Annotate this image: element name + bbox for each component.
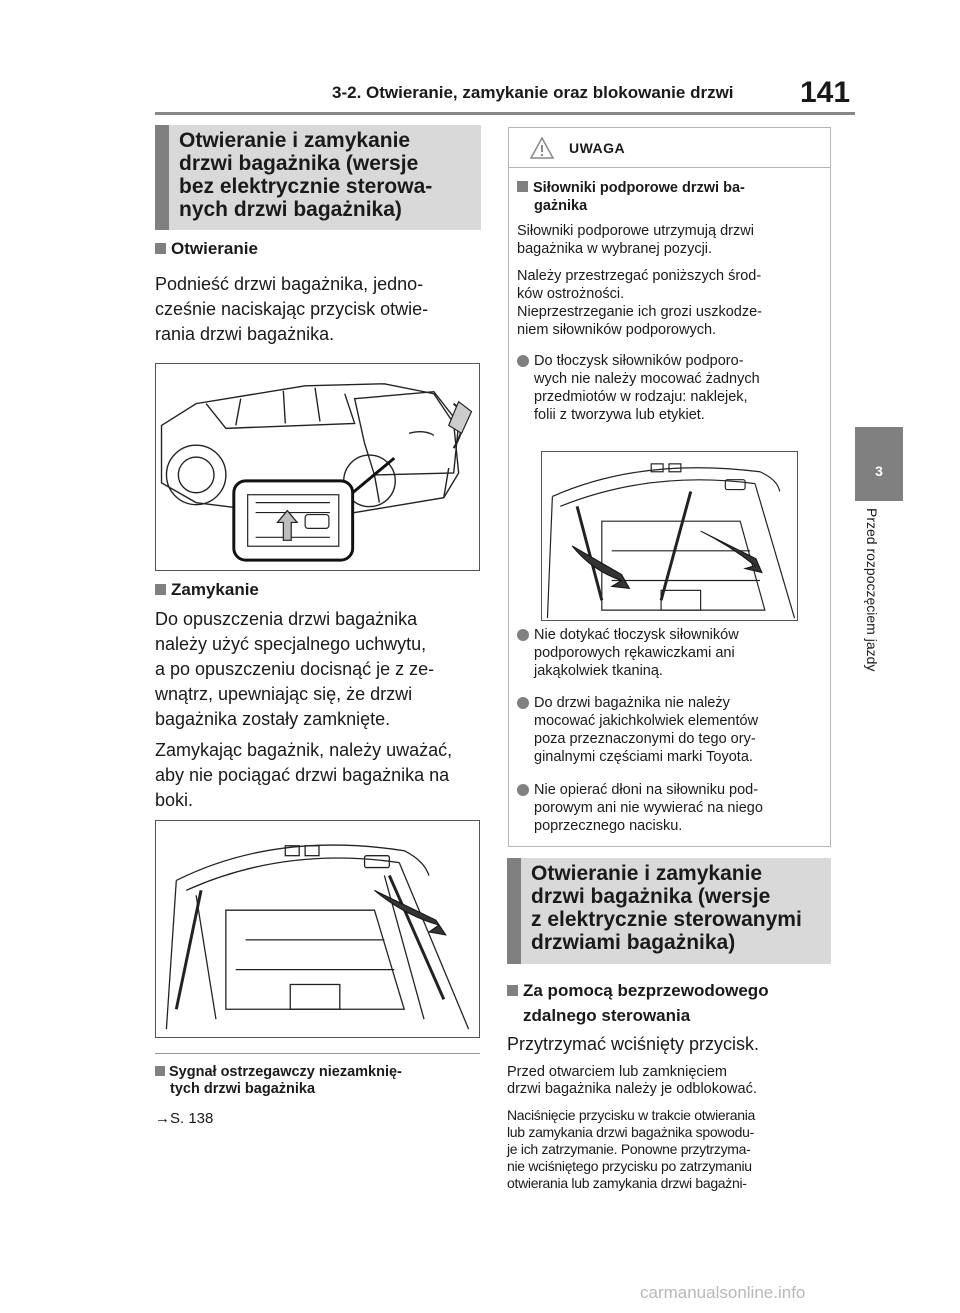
section-title-manual: Otwieranie i zamykanie drzwi bagażnika (…	[155, 125, 481, 230]
closing-heading: Zamykanie	[155, 580, 259, 600]
warning-triangle-icon	[529, 136, 555, 159]
tailgate-interior-illustration	[165, 844, 470, 1030]
remote-note-2: Naciśnięcie przycisku w trakcie otwieran…	[507, 1107, 756, 1191]
remote-note-1: Przed otwarciem lub zamknięciem drzwi ba…	[507, 1064, 757, 1097]
round-bullet-icon	[517, 355, 529, 367]
caution-bullet-3: Do drzwi bagażnika nie należy mocować ja…	[517, 694, 829, 766]
square-bullet-icon	[155, 584, 166, 595]
caution-header: UWAGA	[509, 128, 830, 168]
round-bullet-icon	[517, 629, 529, 641]
square-bullet-icon	[155, 1066, 165, 1076]
round-bullet-icon	[517, 697, 529, 709]
caution-bullet-4: Nie opierać dłoni na siłowniku pod- poro…	[517, 781, 829, 835]
opening-heading: Otwieranie	[155, 239, 258, 259]
chapter-label: Przed rozpoczęciem jazdy	[864, 508, 880, 672]
chapter-tab: 3	[855, 427, 903, 501]
page-number: 141	[800, 76, 851, 109]
running-header: 3-2. Otwieranie, zamykanie oraz blokowan…	[332, 83, 734, 102]
caution-title: UWAGA	[569, 140, 626, 156]
figure-gas-struts	[541, 451, 798, 621]
header-rule	[155, 112, 855, 115]
figure-tailgate-closing	[155, 820, 480, 1038]
watermark: carmanualsonline.info	[640, 1283, 806, 1302]
chapter-number: 3	[875, 463, 883, 479]
figure-car-opening	[155, 363, 480, 571]
caution-subheading: Siłowniki podporowe drzwi ba- gażnika	[517, 179, 827, 215]
caution-paragraph-1: Siłowniki podporowe utrzymują drzwi baga…	[517, 223, 754, 257]
square-bullet-icon	[507, 985, 518, 996]
note-divider	[155, 1053, 480, 1054]
opening-text: Podnieść drzwi bagażnika, jedno- cześnie…	[155, 274, 429, 344]
remote-text: Przytrzymać wciśnięty przycisk.	[507, 1034, 760, 1054]
caution-bullet-2: Nie dotykać tłoczysk siłowników podporow…	[517, 626, 829, 680]
square-bullet-icon	[155, 243, 166, 254]
caution-box: UWAGA Siłowniki podporowe drzwi ba- gażn…	[508, 127, 831, 847]
closing-text: Do opuszczenia drzwi bagażnika należy uż…	[155, 609, 435, 729]
caution-bullet-1: Do tłoczysk siłowników podporo- wych nie…	[517, 352, 829, 424]
note-heading: Sygnał ostrzegawczy niezamknię- tych drz…	[155, 1064, 402, 1098]
round-bullet-icon	[517, 784, 529, 796]
section-title-power: Otwieranie i zamykanie drzwi bagażnika (…	[507, 858, 831, 964]
square-bullet-icon	[517, 181, 528, 192]
note-page-ref[interactable]: →S. 138	[155, 1110, 214, 1127]
remote-heading: Za pomocą bezprzewodowego zdalnego stero…	[507, 978, 769, 1028]
closing-text-2: Zamykając bagażnik, należy uważać, aby n…	[155, 740, 453, 810]
gas-strut-illustration	[546, 463, 796, 619]
caution-paragraph-2: Należy przestrzegać poniższych środ- ków…	[517, 268, 762, 338]
car-rear-open-illustration	[160, 383, 473, 562]
